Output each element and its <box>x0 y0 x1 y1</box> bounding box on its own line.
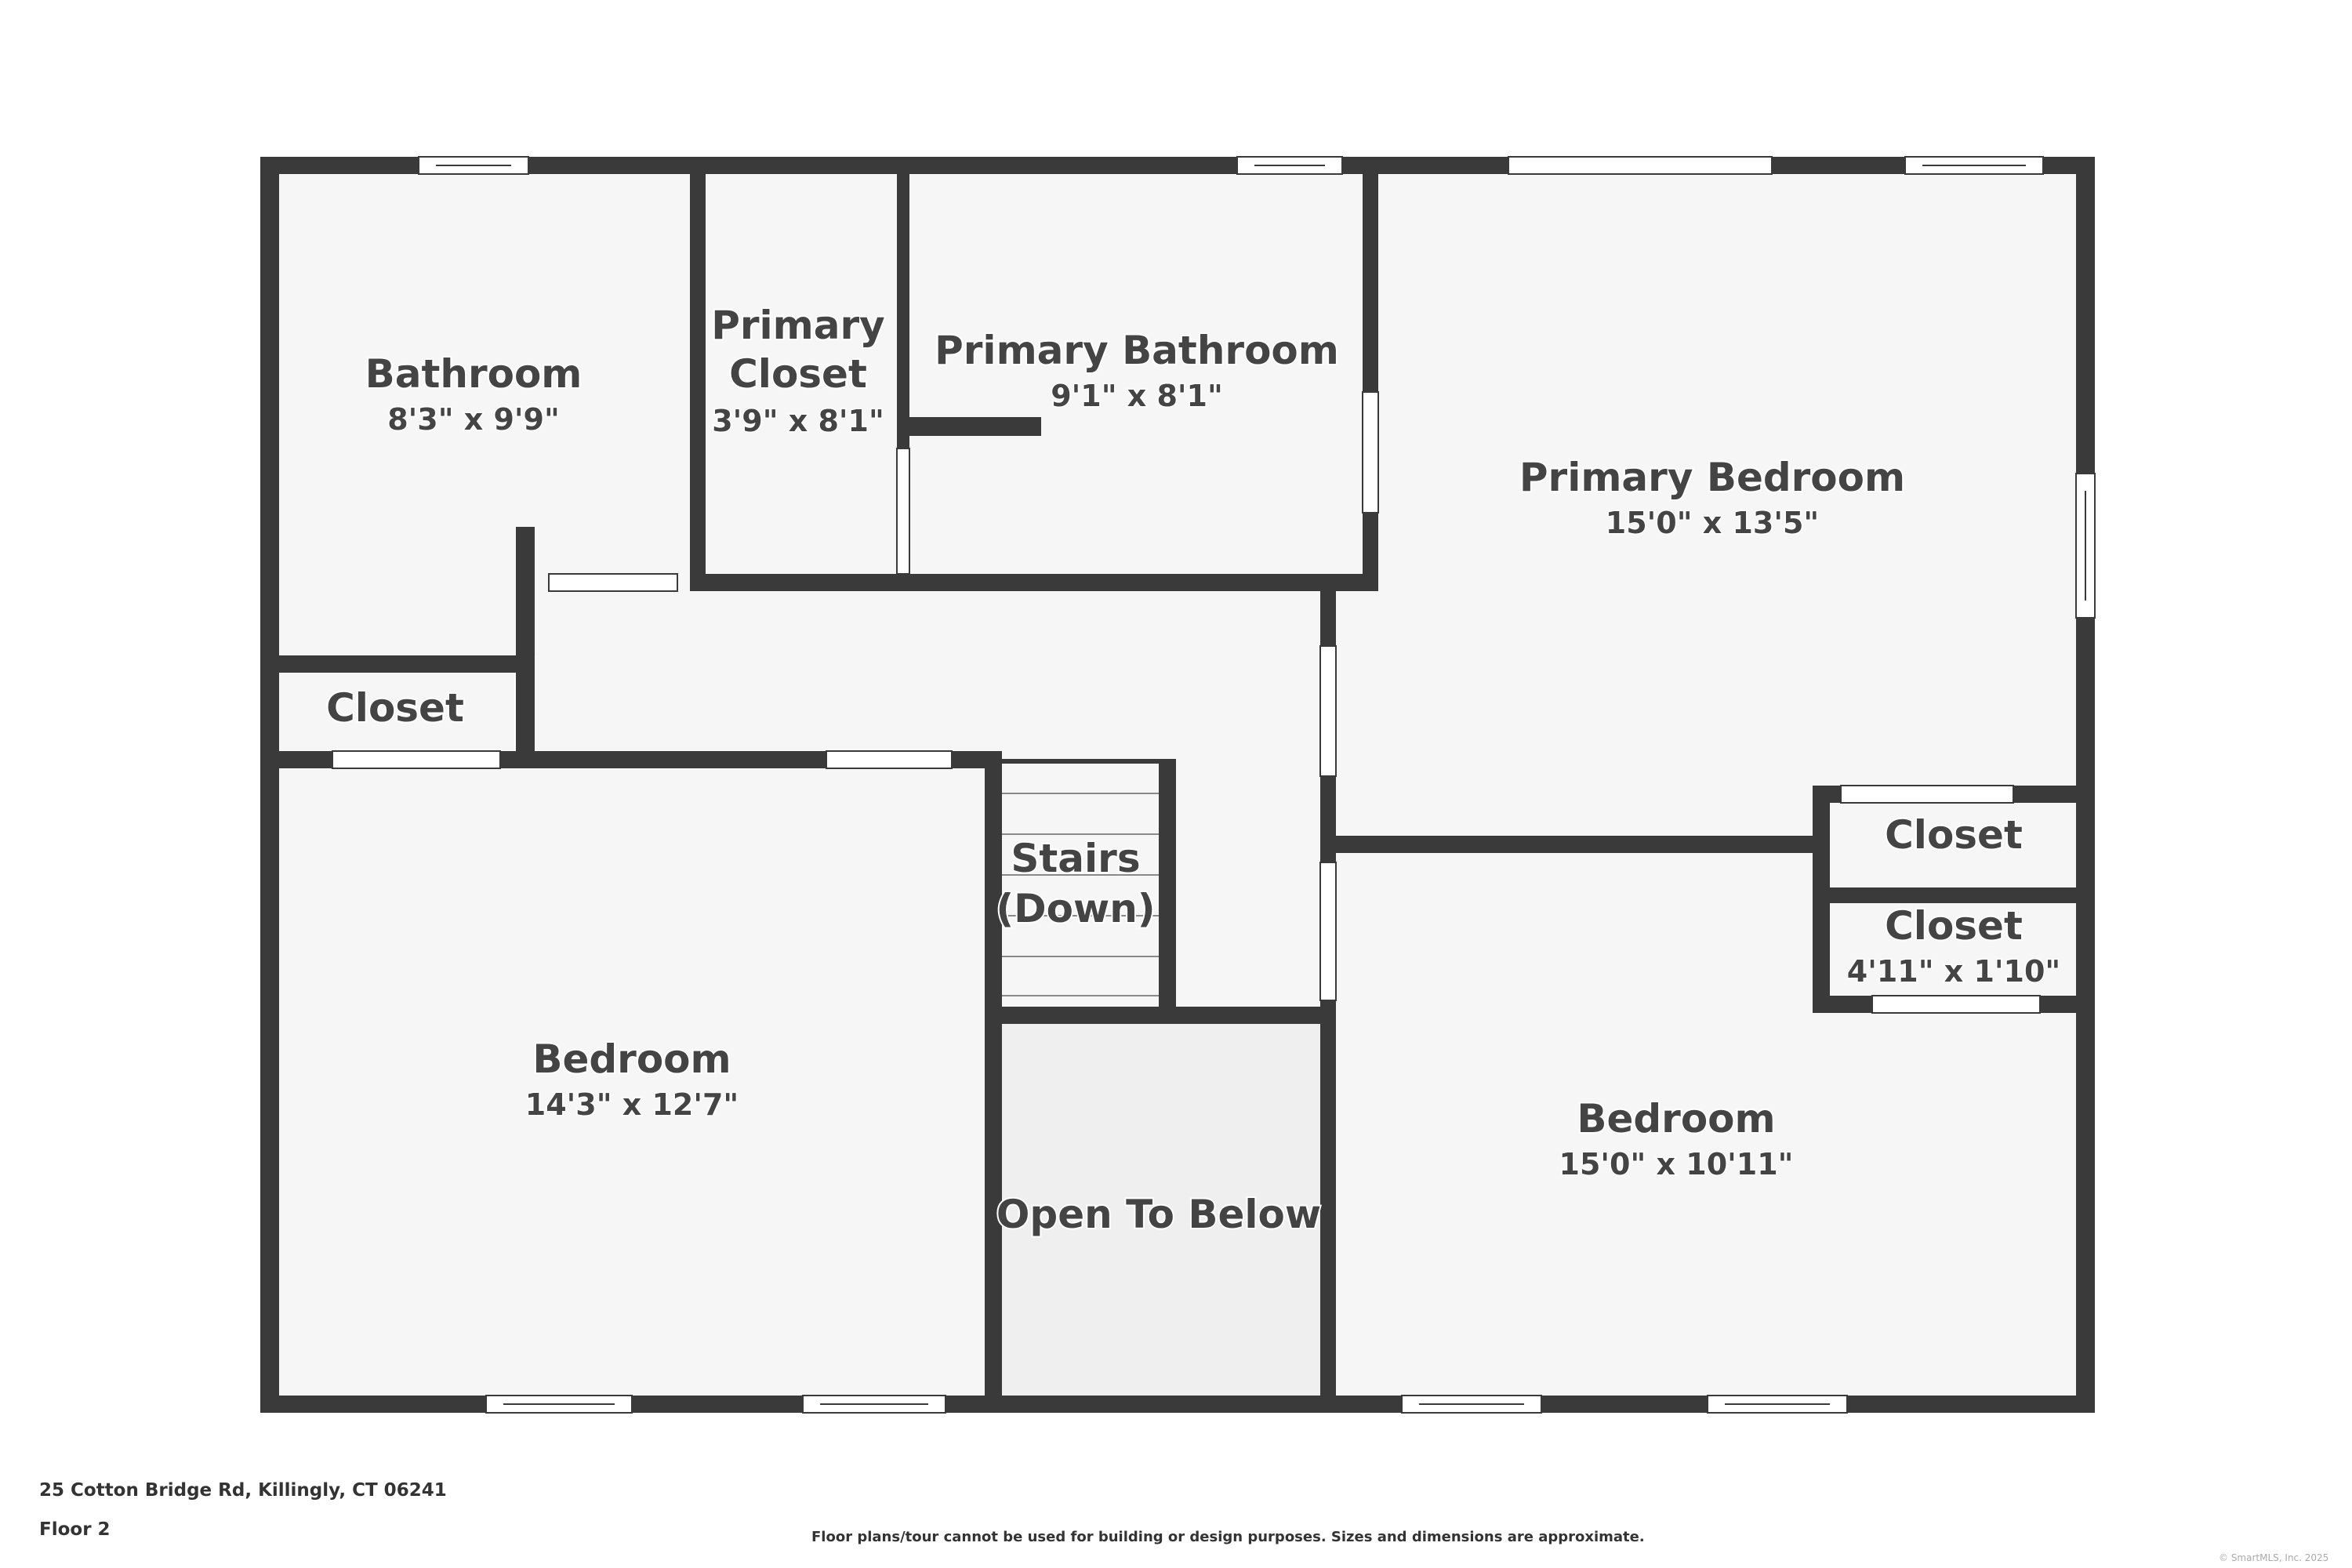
floor-label: Floor 2 <box>39 1519 111 1540</box>
floor-primary-closet <box>706 174 897 574</box>
dims-primary-closet: 3'9" x 8'1" <box>712 404 884 438</box>
floor-stairs <box>1002 762 1159 1007</box>
window-primary-bedroom-1 <box>1508 156 1773 175</box>
disclaimer-text: Floor plans/tour cannot be used for buil… <box>811 1529 1645 1545</box>
copyright-text: © SmartMLS, Inc. 2025 <box>2219 1552 2329 1563</box>
opening-bathroom-door <box>548 573 678 592</box>
dims-primary-bedroom: 15'0" x 13'5" <box>1606 506 1819 540</box>
room-floors <box>279 174 2076 1396</box>
label-open-to-below: Open To Below <box>996 1192 1321 1237</box>
label-bedroom-left: Bedroom <box>532 1036 731 1082</box>
label-stairs-2: (Down) <box>996 886 1155 931</box>
dims-bedroom-left: 14'3" x 12'7" <box>525 1087 739 1122</box>
dims-bathroom: 8'3" x 9'9" <box>387 402 560 437</box>
opening-closet-right-lower <box>1871 995 2041 1014</box>
opening-primary-bedroom-door <box>1319 645 1337 777</box>
opening-primary-bathroom <box>1362 391 1379 514</box>
label-primary-bathroom: Primary Bathroom <box>935 328 1339 373</box>
label-primary-closet-1: Primary <box>711 303 885 348</box>
opening-closet-left <box>332 750 501 769</box>
windows <box>332 156 2096 1414</box>
walls <box>260 157 2095 1413</box>
label-bedroom-right: Bedroom <box>1577 1096 1775 1142</box>
dims-primary-bathroom: 9'1" x 8'1" <box>1051 379 1223 413</box>
opening-primary-closet <box>896 448 910 575</box>
label-stairs-1: Stairs <box>1011 836 1140 881</box>
opening-closet-right-upper <box>1840 785 2014 804</box>
label-primary-bedroom: Primary Bedroom <box>1519 455 1905 500</box>
label-closet-left: Closet <box>326 685 464 731</box>
label-closet-right-lower: Closet <box>1885 903 2023 949</box>
dims-closet-right-lower: 4'11" x 1'10" <box>1847 954 2060 989</box>
property-address: 25 Cotton Bridge Rd, Killingly, CT 06241 <box>39 1480 447 1501</box>
label-closet-right-upper: Closet <box>1885 812 2023 858</box>
opening-bedroom-right-door <box>1319 862 1337 1001</box>
dims-bedroom-right: 15'0" x 10'11" <box>1559 1147 1794 1181</box>
label-primary-closet-2: Closet <box>729 351 867 397</box>
floor-closet-left <box>279 673 514 751</box>
floor-bedroom-left <box>279 768 985 1396</box>
opening-bedroom-left <box>826 750 953 769</box>
window-sashes <box>436 165 2086 1405</box>
floor-closet-right-lower <box>1830 903 2076 996</box>
floor-primary-bedroom <box>1336 174 2076 836</box>
floor-closet-right-upper <box>1830 803 2076 887</box>
floor-open-to-below <box>1002 1024 1320 1396</box>
label-bathroom: Bathroom <box>365 351 583 397</box>
stair-treads <box>1002 793 1159 996</box>
floor-primary-bathroom <box>909 174 1363 574</box>
room-labels: Bathroom 8'3" x 9'9" Primary Closet 3'9"… <box>325 301 2062 1239</box>
